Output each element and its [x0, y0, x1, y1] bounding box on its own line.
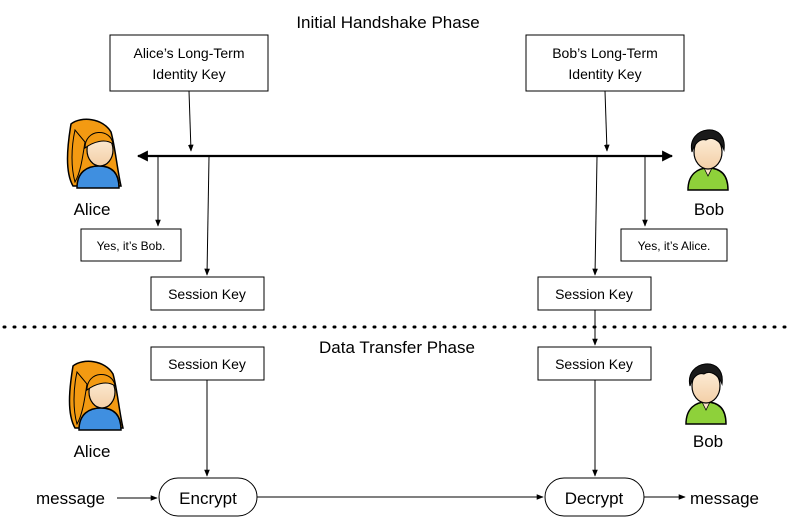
- bob-identity-key-box: Bob’s Long-Term Identity Key: [525, 34, 685, 92]
- alice-key-arrow: [187, 90, 194, 152]
- alice-avatar-icon-bottom: [68, 360, 124, 431]
- alice-identity-key-line1: Alice’s Long-Term: [133, 45, 244, 61]
- bob-session-key-box-transfer: Session Key: [537, 346, 652, 381]
- bob-label-top: Bob: [694, 200, 724, 219]
- alice-confirmation-text: Yes, it’s Bob.: [97, 239, 166, 253]
- alice-label-top: Alice: [74, 200, 111, 219]
- alice-confirmation-box: Yes, it’s Bob.: [80, 228, 182, 262]
- bob-session-arrow: [592, 156, 598, 276]
- data-transfer-phase-title: Data Transfer Phase: [319, 338, 475, 357]
- alice-identity-key-box: Alice’s Long-Term Identity Key: [109, 34, 269, 92]
- alice-session-arrow: [204, 156, 210, 276]
- bob-avatar-icon: [687, 129, 729, 191]
- alice-session-key-box-transfer: Session Key: [150, 346, 265, 381]
- encrypt-node: Encrypt: [158, 477, 258, 517]
- decrypt-node: Decrypt: [544, 477, 645, 517]
- decrypt-label: Decrypt: [565, 489, 624, 508]
- alice-identity-key-line2: Identity Key: [152, 66, 225, 82]
- alice-session-key-label-transfer: Session Key: [168, 356, 246, 372]
- bob-confirmation-box: Yes, it’s Alice.: [620, 228, 728, 262]
- bob-identity-key-line1: Bob’s Long-Term: [552, 45, 658, 61]
- bob-identity-key-line2: Identity Key: [568, 66, 641, 82]
- alice-label-bottom: Alice: [74, 442, 111, 461]
- bob-session-key-label-handshake: Session Key: [555, 286, 633, 302]
- alice-session-key-box-handshake: Session Key: [150, 276, 265, 311]
- bob-key-arrow: [603, 90, 610, 152]
- bob-label-bottom: Bob: [693, 432, 723, 451]
- plaintext-message-out: message: [690, 489, 759, 508]
- bob-session-key-label-transfer: Session Key: [555, 356, 633, 372]
- alice-session-key-label-handshake: Session Key: [168, 286, 246, 302]
- bob-confirmation-text: Yes, it’s Alice.: [638, 239, 711, 253]
- encrypt-label: Encrypt: [179, 489, 237, 508]
- handshake-phase-title: Initial Handshake Phase: [296, 13, 479, 32]
- plaintext-message-in: message: [36, 489, 105, 508]
- bob-session-key-box-handshake: Session Key: [537, 276, 652, 311]
- bob-avatar-icon-bottom: [685, 363, 727, 425]
- alice-avatar-icon: [66, 118, 122, 189]
